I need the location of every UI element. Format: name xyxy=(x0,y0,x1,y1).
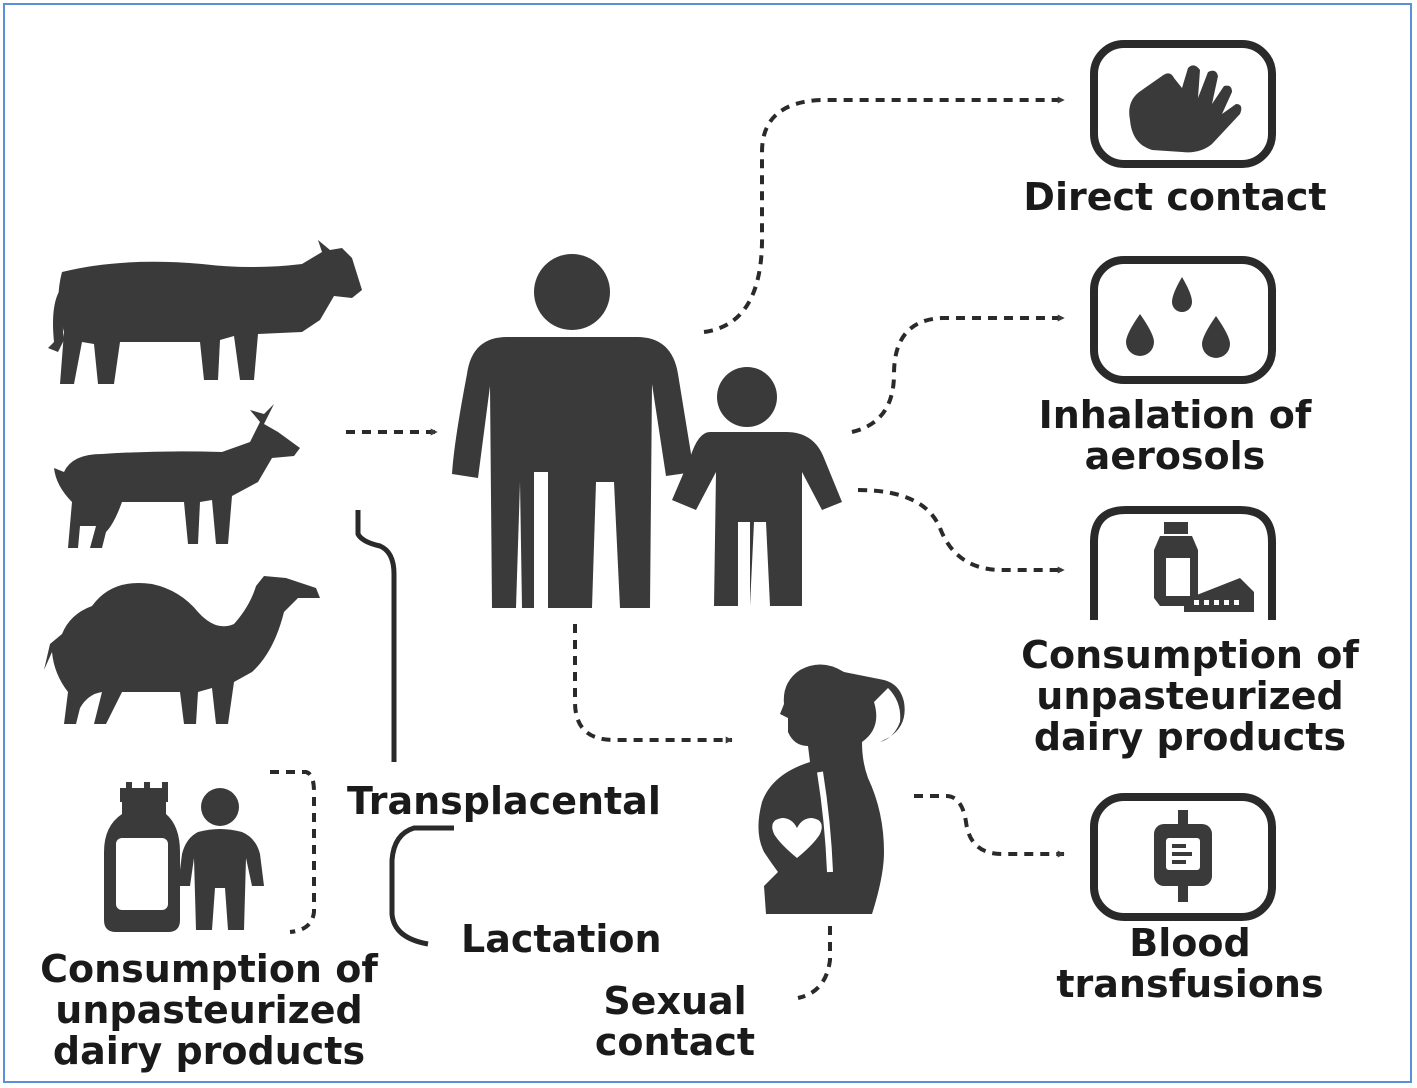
blood-bag-icon xyxy=(1090,793,1276,921)
connector-arrows xyxy=(270,96,1065,1000)
child-icon xyxy=(178,788,264,930)
label-inhalation-line1: Inhalation of xyxy=(1038,393,1312,437)
label-consumption-left-line2: unpasteurized xyxy=(55,988,363,1032)
label-consumption-right-line1: Consumption of xyxy=(1021,633,1359,677)
hand-icon xyxy=(1090,40,1276,168)
adult-icon xyxy=(452,254,694,608)
heart-icon xyxy=(772,818,822,858)
bracket-lactation xyxy=(389,825,454,947)
label-consumption-right-line3: dairy products xyxy=(1033,715,1347,759)
arrow-to-pregnant-woman xyxy=(573,624,733,744)
arrow-to-blood xyxy=(914,794,1065,858)
bracket-transplacental xyxy=(355,510,397,762)
label-consumption-left-line1: Consumption of xyxy=(40,947,378,991)
label-lactation: Lactation xyxy=(461,917,662,961)
label-transplacental: Transplacental xyxy=(347,779,661,823)
label-sexual-line2: contact xyxy=(594,1020,756,1064)
camel-icon xyxy=(44,576,320,724)
connector-sexual-contact xyxy=(797,926,832,1000)
pregnant-woman-icon xyxy=(758,664,905,914)
label-sexual-line1: Sexual xyxy=(603,979,747,1023)
label-blood-line2: transfusions xyxy=(1056,962,1324,1006)
goat-icon xyxy=(54,404,300,548)
milk-bottle-icon xyxy=(104,782,180,932)
transmission-diagram xyxy=(44,40,1276,1000)
diagram-frame: Direct contact Inhalation of aerosols Co… xyxy=(3,3,1412,1083)
label-inhalation-line2: aerosols xyxy=(1084,434,1266,478)
connector-bottom-left xyxy=(270,770,316,934)
milk-cheese-icon xyxy=(1090,506,1276,620)
arrow-to-consumption xyxy=(857,488,1065,574)
arrow-to-direct-contact xyxy=(703,96,1065,334)
label-consumption-left-line3: dairy products xyxy=(52,1029,366,1073)
droplets-icon xyxy=(1090,256,1276,384)
cow-icon xyxy=(48,240,362,384)
transmission-brackets xyxy=(355,510,454,947)
adult-child-icon xyxy=(672,367,842,606)
label-consumption-right-line2: unpasteurized xyxy=(1036,674,1344,718)
label-blood-line1: Blood xyxy=(1129,921,1251,965)
arrow-to-inhalation xyxy=(851,314,1065,434)
label-direct-contact: Direct contact xyxy=(1023,175,1327,219)
